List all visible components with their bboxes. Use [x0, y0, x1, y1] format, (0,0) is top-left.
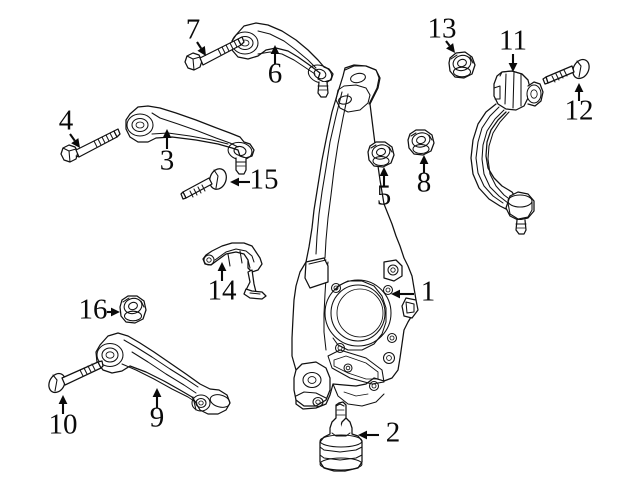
- part-nut-5[interactable]: [367, 141, 395, 168]
- callout-arrowhead-icon: [574, 83, 584, 92]
- callout-15[interactable]: 15: [230, 164, 279, 196]
- part-bolt-15[interactable]: [180, 166, 229, 200]
- callout-arrowhead-icon: [58, 395, 68, 404]
- callout-number-7: 7: [186, 14, 201, 46]
- callout-arrowhead-icon: [162, 129, 172, 138]
- callout-4[interactable]: 4: [59, 105, 80, 148]
- callout-number-10: 10: [49, 409, 78, 441]
- callout-8[interactable]: 8: [417, 155, 432, 199]
- part-sensor-bracket[interactable]: [202, 242, 267, 300]
- callout-number-13: 13: [428, 13, 457, 45]
- callout-number-5: 5: [377, 180, 392, 212]
- part-nut-8[interactable]: [407, 129, 435, 156]
- callout-arrowhead-icon: [508, 63, 518, 72]
- callout-number-11: 11: [499, 25, 527, 57]
- callout-leader-line: [69, 133, 76, 142]
- callout-16[interactable]: 16: [79, 294, 121, 326]
- callout-arrowhead-icon: [446, 43, 455, 53]
- part-upper-control-arm-11[interactable]: [470, 70, 544, 235]
- callout-arrowhead-icon: [230, 177, 239, 187]
- callout-arrowhead-icon: [71, 138, 80, 148]
- callout-11[interactable]: 11: [499, 25, 527, 72]
- callout-number-16: 16: [79, 294, 108, 326]
- callout-number-8: 8: [417, 167, 432, 199]
- callout-5[interactable]: 5: [377, 167, 392, 212]
- callout-number-12: 12: [565, 95, 594, 127]
- callout-arrowhead-icon: [379, 167, 389, 176]
- part-rear-lower-control-arm[interactable]: [95, 332, 231, 415]
- callout-12[interactable]: 12: [565, 83, 594, 127]
- callout-leader-line: [196, 41, 203, 49]
- callout-7[interactable]: 7: [186, 14, 206, 56]
- part-bolt-4[interactable]: [60, 128, 121, 163]
- part-front-lower-control-arm[interactable]: [125, 105, 255, 175]
- callout-arrowhead-icon: [358, 430, 367, 440]
- callout-arrowhead-icon: [217, 262, 227, 271]
- callout-1[interactable]: 1: [391, 276, 435, 308]
- part-bolt-7[interactable]: [184, 36, 245, 71]
- callout-number-1: 1: [421, 276, 436, 308]
- part-nut-16[interactable]: [119, 295, 147, 324]
- callout-arrowhead-icon: [152, 388, 162, 397]
- callout-10[interactable]: 10: [49, 395, 78, 441]
- callout-number-3: 3: [160, 145, 175, 177]
- callout-9[interactable]: 9: [150, 388, 165, 434]
- part-lower-ball-joint[interactable]: [319, 401, 363, 472]
- callout-14[interactable]: 14: [208, 262, 238, 307]
- callout-arrowhead-icon: [419, 155, 429, 164]
- callout-number-15: 15: [250, 164, 279, 196]
- callout-arrowhead-icon: [197, 46, 206, 56]
- callout-2[interactable]: 2: [358, 417, 400, 449]
- callout-6[interactable]: 6: [268, 45, 283, 90]
- callout-number-14: 14: [208, 275, 238, 307]
- callout-leader-line: [445, 40, 451, 47]
- callout-arrowhead-icon: [111, 307, 120, 317]
- part-steering-knuckle[interactable]: [291, 64, 419, 410]
- callout-arrowhead-icon: [391, 289, 400, 299]
- part-upper-control-arm-6[interactable]: [231, 22, 334, 98]
- callout-number-6: 6: [268, 58, 283, 90]
- callout-number-2: 2: [386, 417, 401, 449]
- callout-number-4: 4: [59, 105, 74, 137]
- part-nut-13[interactable]: [448, 51, 476, 79]
- callout-number-9: 9: [150, 402, 165, 434]
- callout-13[interactable]: 13: [428, 13, 457, 53]
- callout-3[interactable]: 3: [160, 129, 175, 177]
- part-bolt-12[interactable]: [542, 57, 592, 85]
- callout-arrowhead-icon: [270, 45, 280, 54]
- part-bolt-10[interactable]: [46, 360, 104, 395]
